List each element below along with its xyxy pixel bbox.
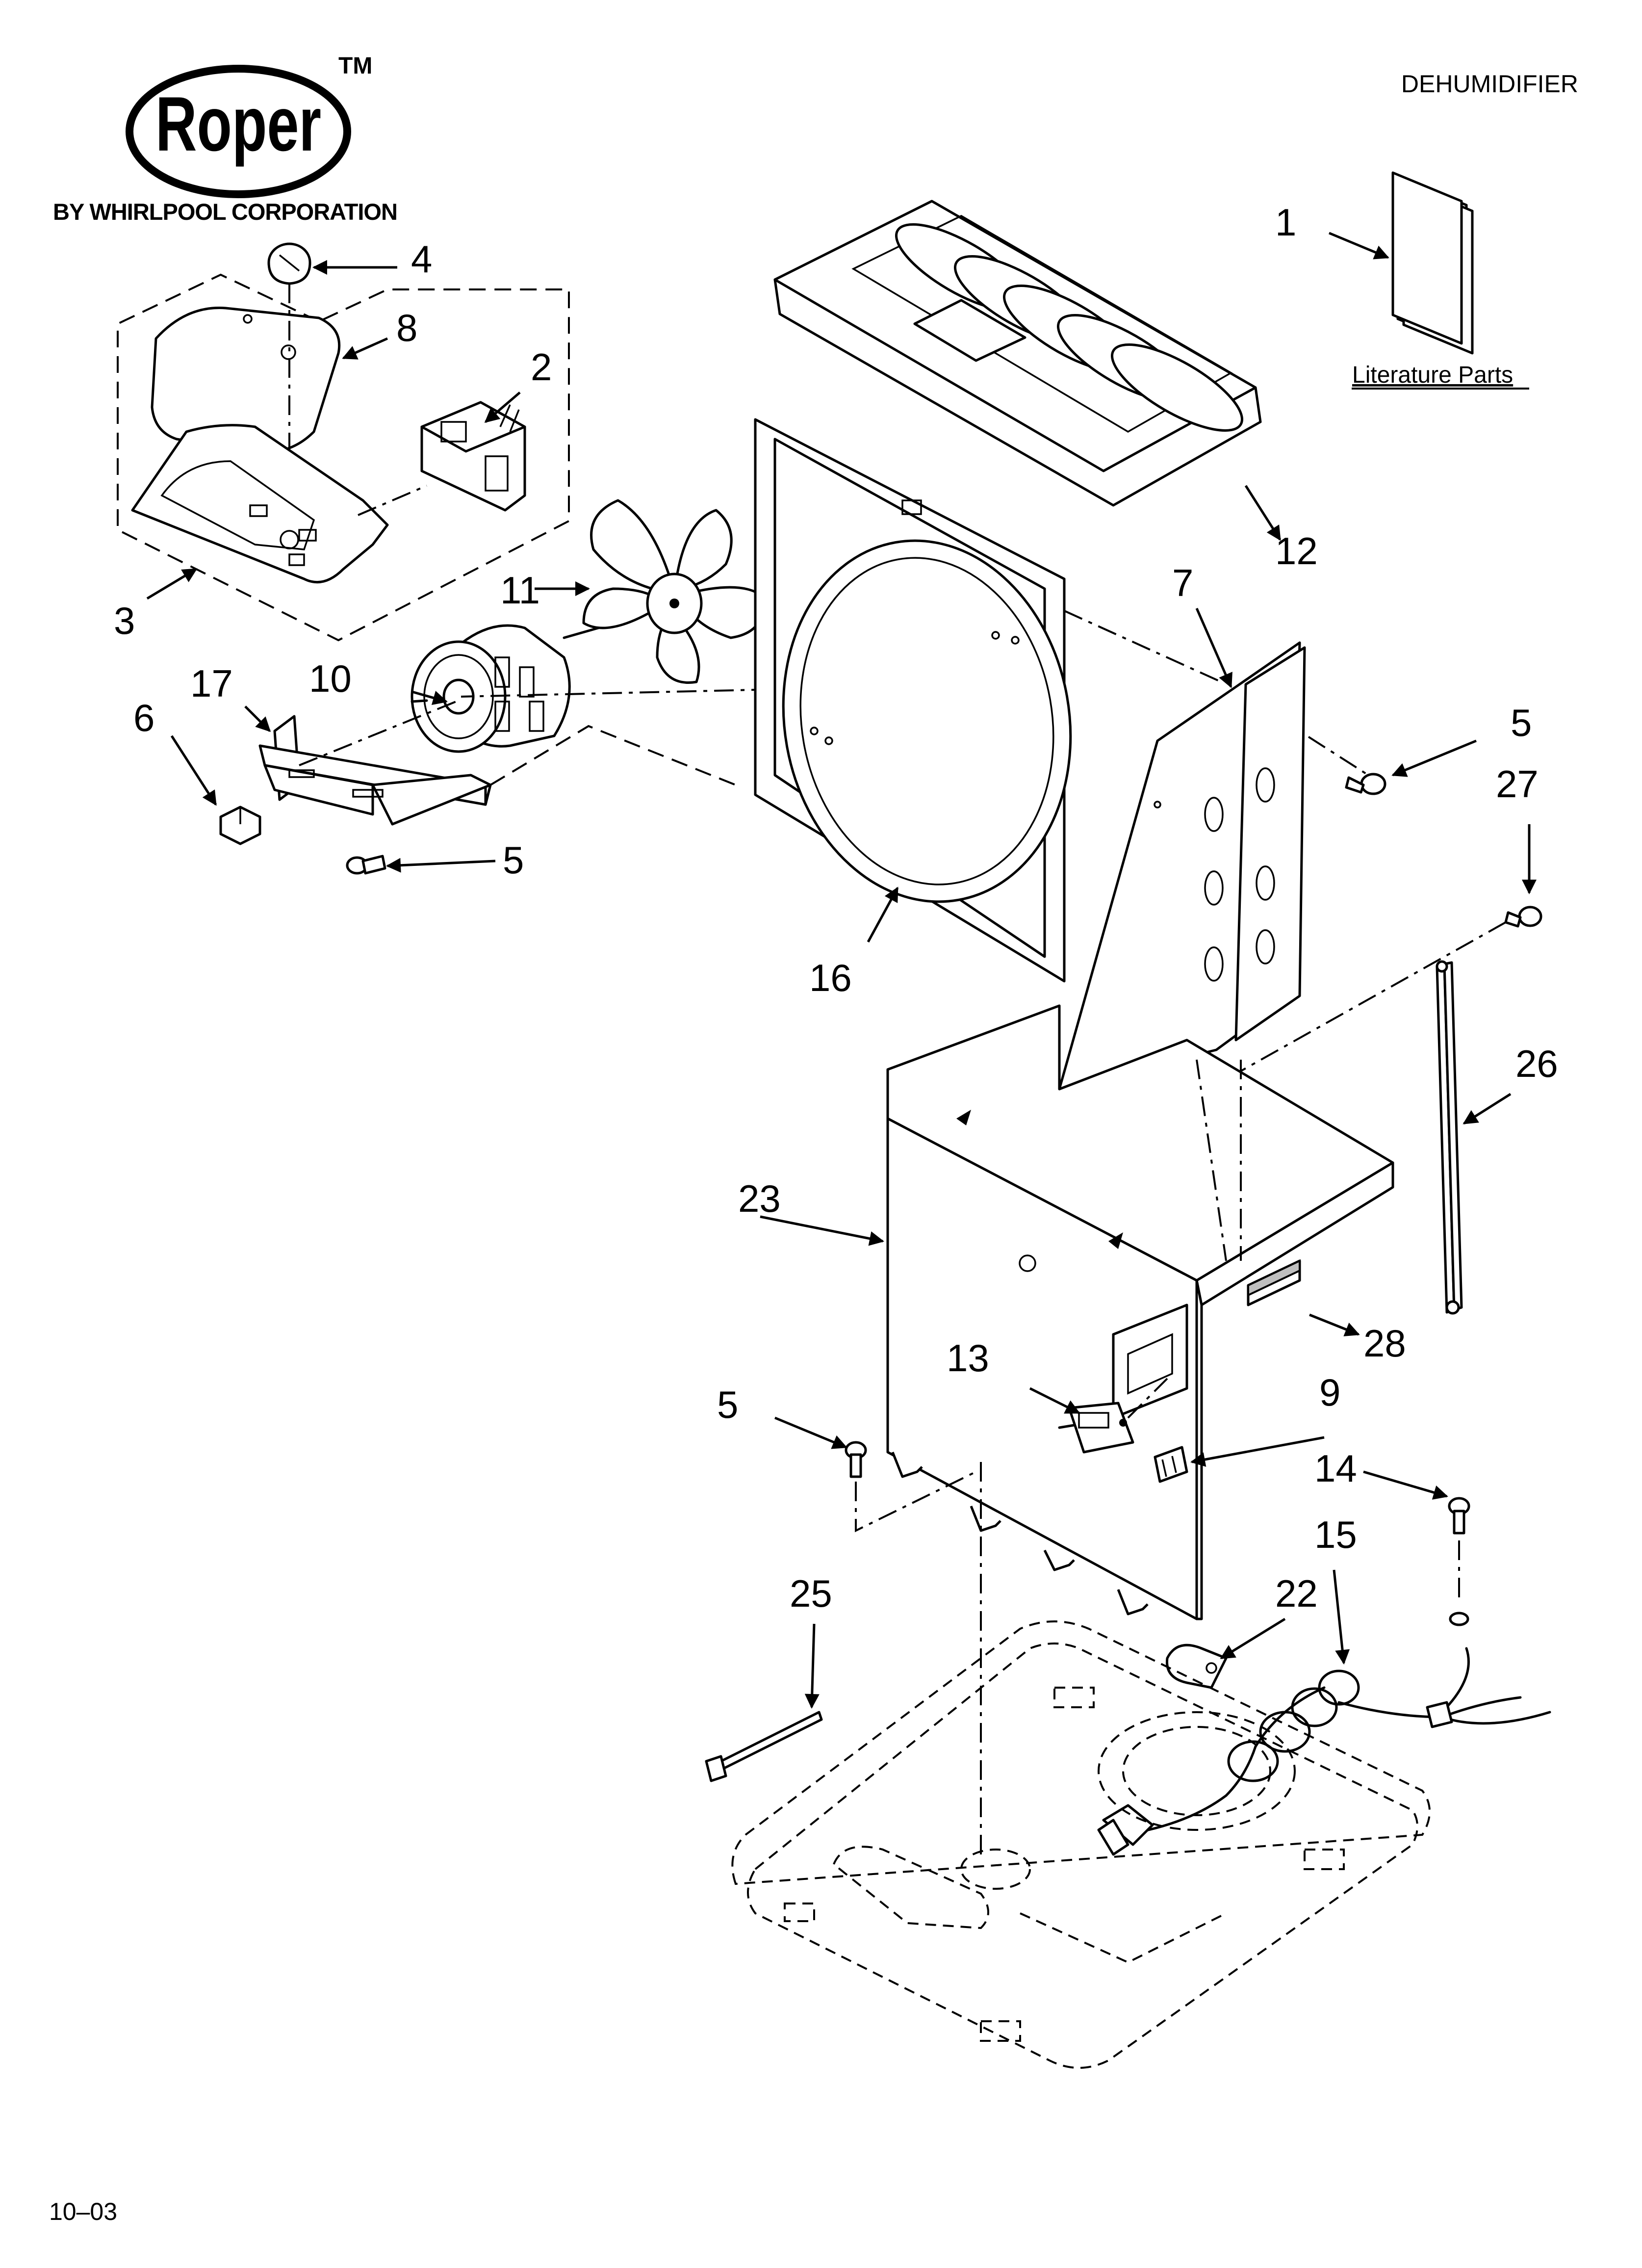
screw-bracket [346, 855, 386, 875]
fan-shroud [754, 418, 1072, 983]
hex-nut [219, 806, 261, 845]
callout-13: 13 [947, 1336, 989, 1380]
screw-ground [1448, 1497, 1470, 1535]
cabinet [886, 1004, 1394, 1620]
callout-14: 14 [1314, 1447, 1357, 1490]
callout-28: 28 [1363, 1322, 1406, 1365]
callout-27: 27 [1496, 762, 1539, 806]
callout-6: 6 [133, 696, 154, 739]
callout-7: 7 [1172, 561, 1193, 604]
screw-upper-right [1345, 773, 1386, 795]
leader-arrows [146, 232, 1537, 1709]
logo-text: Roper [155, 81, 321, 167]
rotary-switch [420, 401, 526, 512]
brand-byline: BY WHIRLPOOL CORPORATION [53, 199, 397, 225]
callout-16: 16 [809, 956, 852, 999]
trademark-mark: TM [338, 53, 372, 79]
date-code: 10–03 [49, 2198, 117, 2225]
callout-4: 4 [411, 237, 432, 281]
screw-27 [1504, 906, 1542, 928]
callout-5-cabinet: 5 [717, 1383, 738, 1426]
callout-1: 1 [1275, 201, 1296, 244]
callout-3: 3 [114, 599, 135, 642]
fan-motor [410, 624, 600, 753]
motor-bracket [258, 701, 492, 826]
callout-10: 10 [309, 657, 352, 700]
callout-2: 2 [531, 345, 552, 389]
screw-cabinet [845, 1441, 867, 1478]
roper-logo: Roper TM [126, 53, 372, 198]
literature-booklet [1391, 171, 1474, 355]
callout-12: 12 [1275, 529, 1318, 573]
callout-23: 23 [738, 1177, 781, 1220]
callout-9: 9 [1319, 1371, 1340, 1414]
power-cord [1097, 1612, 1551, 1856]
callout-15: 15 [1314, 1513, 1357, 1556]
base-pan [731, 1620, 1431, 2069]
literature-parts-label: Literature Parts [1352, 362, 1513, 388]
callout-17: 17 [190, 662, 233, 705]
callout-26: 26 [1515, 1042, 1558, 1085]
bucket-switch [1058, 1402, 1134, 1454]
callout-5-top-right: 5 [1511, 701, 1532, 744]
section-title: DEHUMIDIFIER [1401, 70, 1578, 98]
callout-5-bracket: 5 [503, 838, 524, 882]
wire-connector [1154, 1446, 1188, 1483]
coil-plate [1058, 641, 1306, 1091]
fan-blade [582, 499, 767, 684]
callout-22: 22 [1275, 1572, 1318, 1615]
top-grille [773, 200, 1262, 507]
callout-8: 8 [396, 306, 417, 349]
label-plate [1247, 1259, 1301, 1306]
callout-25: 25 [790, 1572, 832, 1615]
control-assembly-group [117, 242, 570, 642]
bucket-guide-rail [1436, 960, 1463, 1315]
callout-11: 11 [500, 569, 540, 612]
cable-tie [705, 1711, 823, 1782]
callout-labels: 1 4 8 2 12 11 7 3 17 10 6 5 27 5 16 26 2… [114, 201, 1558, 1615]
control-knob [267, 242, 311, 285]
